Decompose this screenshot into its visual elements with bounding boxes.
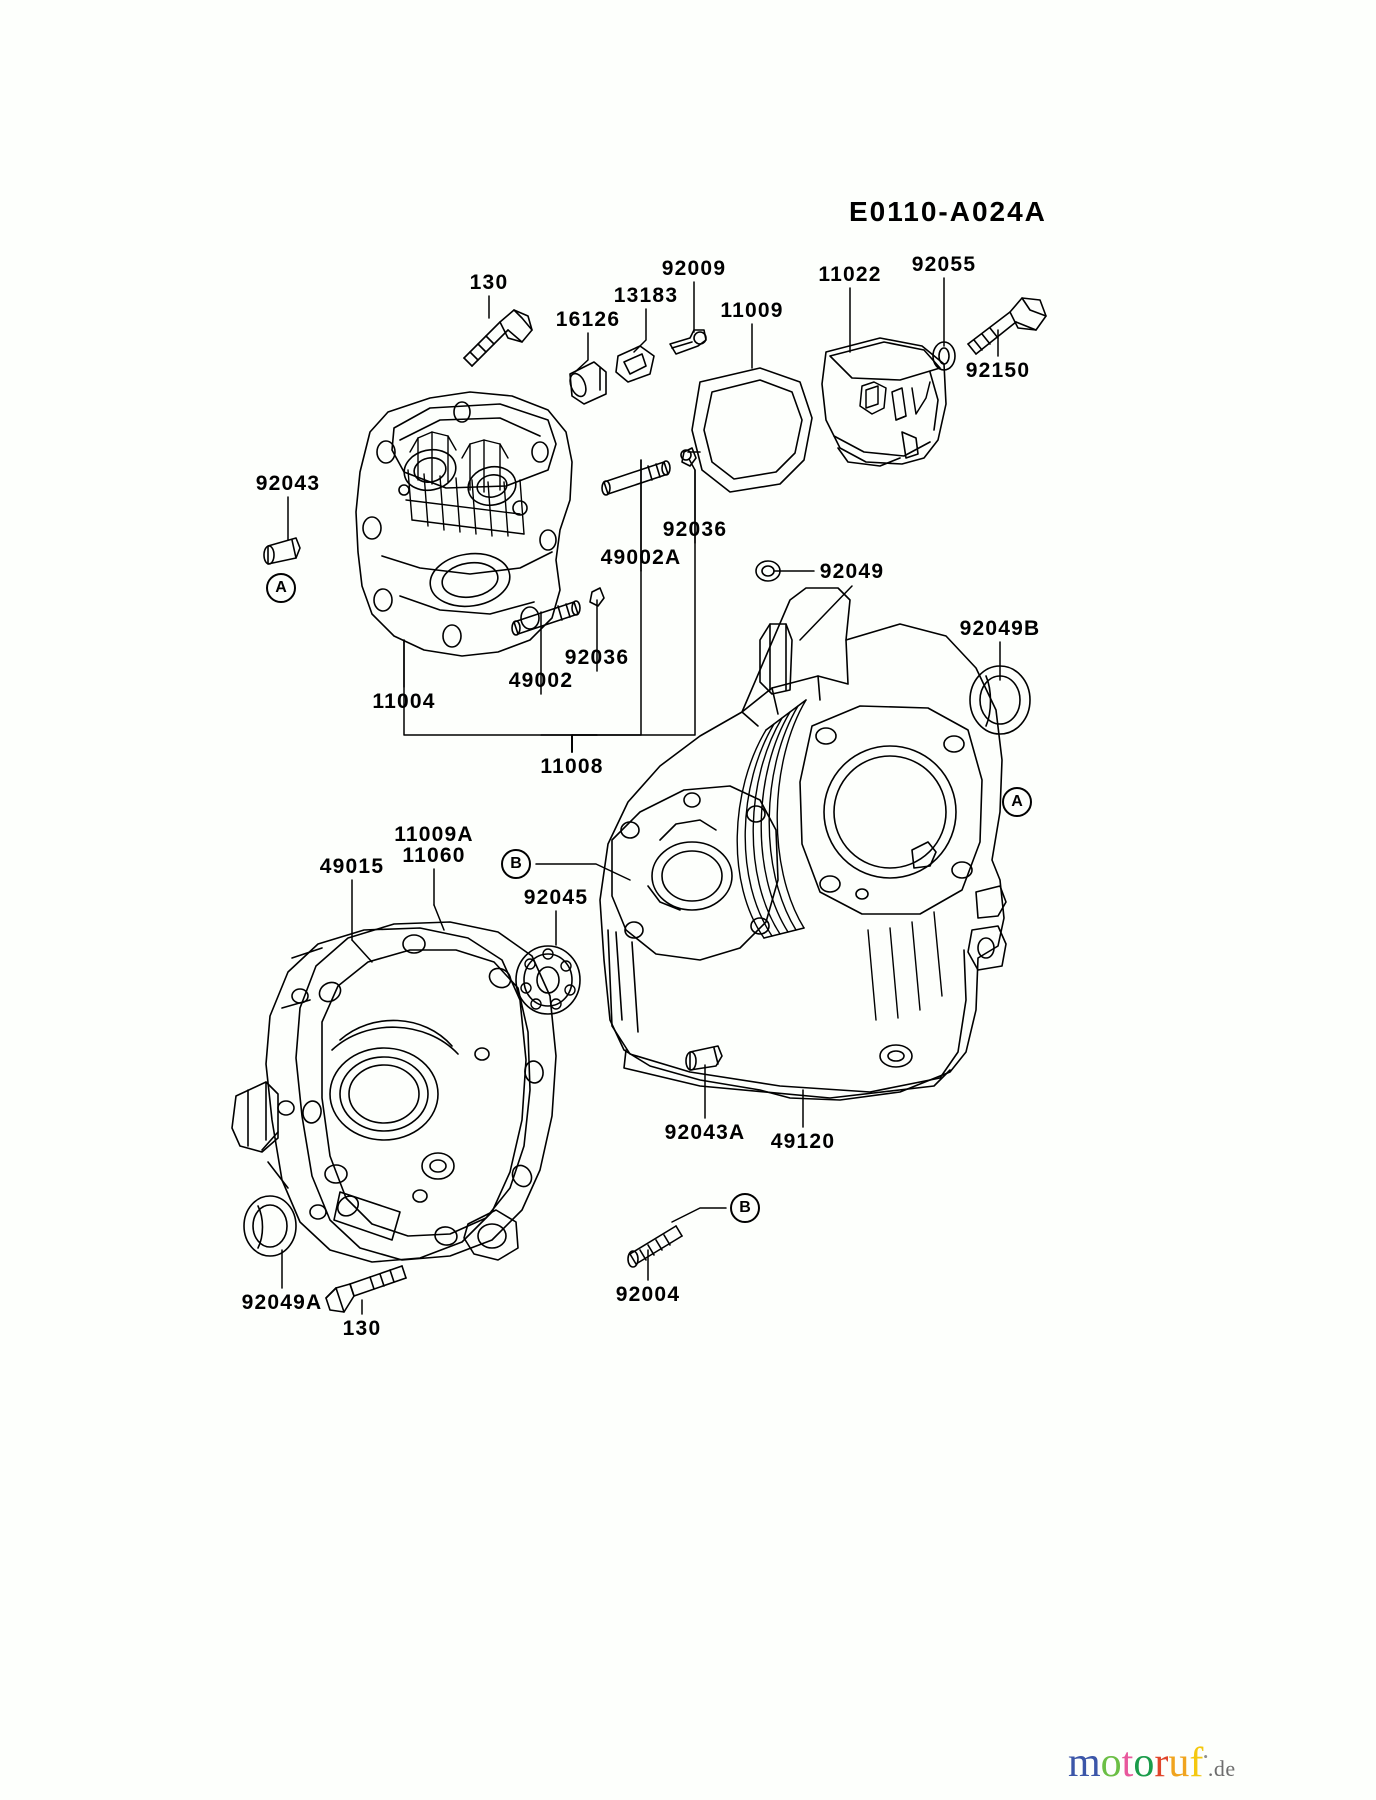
part-label-92004: 92004 <box>615 1283 681 1306</box>
reference-marker-b-bottom: B <box>730 1193 760 1223</box>
part-92043A-pin <box>685 1045 723 1071</box>
part-label-49015: 49015 <box>319 855 385 878</box>
part-label-13183: 13183 <box>613 284 679 307</box>
part-11009-gasket <box>680 367 813 493</box>
part-label-92049: 92049 <box>819 560 885 583</box>
part-label-92009: 92009 <box>661 257 727 280</box>
watermark-letter-m: m <box>1068 1740 1101 1786</box>
part-92004-stud <box>627 1225 683 1268</box>
part-label-92036-b: 92036 <box>564 646 630 669</box>
reference-marker-a-left: A <box>266 573 296 603</box>
part-92150-bolt <box>967 297 1047 355</box>
part-label-49002A: 49002A <box>600 546 682 569</box>
part-92049A-seal <box>243 1195 297 1257</box>
part-label-92049A: 92049A <box>241 1291 323 1314</box>
part-label-49002: 49002 <box>508 669 574 692</box>
part-92043-pin <box>263 537 301 565</box>
reference-marker-a-right: A <box>1002 787 1032 817</box>
watermark-letter-o1: o <box>1100 1740 1122 1786</box>
part-13183-plate <box>615 345 655 383</box>
part-92045-bearing <box>515 945 581 1015</box>
part-49002A-pushrod <box>601 460 671 496</box>
part-49002-pushrod <box>511 600 581 636</box>
part-label-49120: 49120 <box>770 1130 836 1153</box>
motoruf-watermark: motoruf•.de <box>1068 1742 1236 1784</box>
part-92036-seal-a <box>681 447 697 467</box>
part-label-11022: 11022 <box>818 263 882 286</box>
part-label-11009: 11009 <box>720 299 784 322</box>
part-label-11009A: 11009A <box>394 823 474 846</box>
part-92036-seal-b <box>589 587 605 607</box>
part-label-92055: 92055 <box>911 253 977 276</box>
reference-marker-b-middle: B <box>501 849 531 879</box>
watermark-letter-o2: o <box>1133 1740 1155 1786</box>
watermark-letter-u: u <box>1168 1740 1190 1786</box>
part-label-92150: 92150 <box>965 359 1031 382</box>
part-label-130-bottom: 130 <box>342 1317 382 1340</box>
watermark-letter-t: t <box>1121 1740 1134 1786</box>
part-92055-oring <box>932 341 956 371</box>
part-label-92036-a: 92036 <box>662 518 728 541</box>
part-label-11004: 11004 <box>372 690 436 713</box>
watermark-letter-r: r <box>1154 1740 1169 1786</box>
part-92009-screw <box>669 329 707 355</box>
part-16126-valve <box>569 361 607 405</box>
bolt-130-bottom <box>325 1265 407 1313</box>
crankcase-49120 <box>599 587 1007 1101</box>
part-label-11008: 11008 <box>540 755 604 778</box>
crankcase-cover-assembly <box>231 921 557 1263</box>
diagram-title: E0110-A024A <box>849 196 1047 227</box>
part-11022-rocker-cover <box>821 337 947 467</box>
part-label-92043: 92043 <box>255 472 321 495</box>
part-label-92049B: 92049B <box>959 617 1041 640</box>
part-92049B-seal <box>969 665 1031 735</box>
part-label-130-top: 130 <box>469 271 509 294</box>
bolt-130-top <box>463 309 533 367</box>
part-label-92045: 92045 <box>523 886 589 909</box>
part-label-11060: 11060 <box>402 844 466 867</box>
part-label-92043A: 92043A <box>664 1121 746 1144</box>
leader-lines-top <box>287 277 1001 753</box>
part-92049-seal <box>755 560 781 582</box>
cylinder-head-assembly <box>355 391 573 657</box>
watermark-letter-f: f <box>1189 1740 1204 1786</box>
watermark-tld: .de <box>1207 1756 1236 1781</box>
watermark-dot-icon: • <box>1203 1749 1208 1764</box>
part-label-16126: 16126 <box>555 308 621 331</box>
